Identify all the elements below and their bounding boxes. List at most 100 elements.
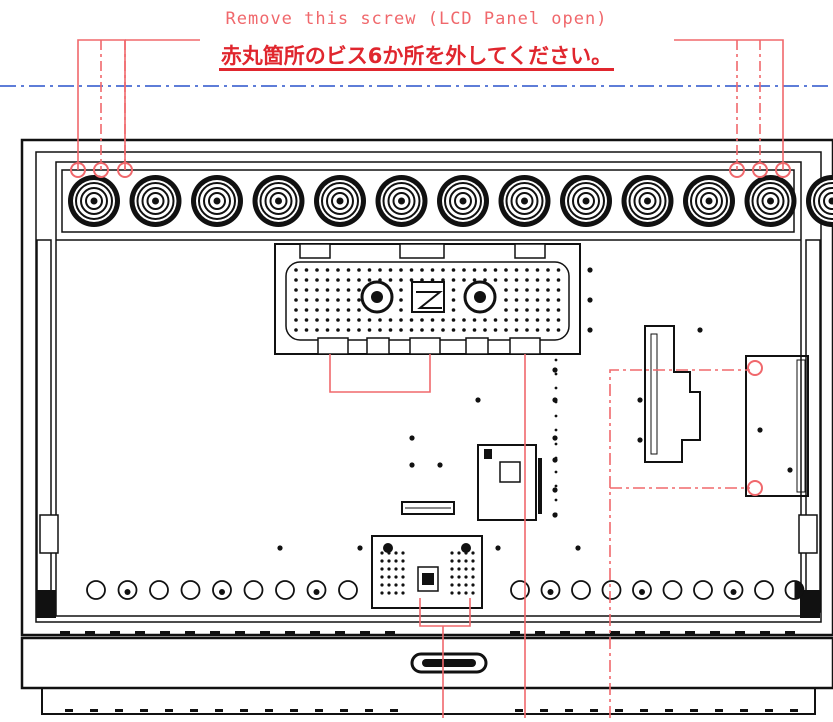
base-tick: [140, 709, 148, 712]
mount-hole: [555, 429, 558, 432]
base-tick: [65, 709, 73, 712]
round-connector: [511, 581, 529, 599]
base-tick: [765, 709, 773, 712]
round-connector: [633, 581, 651, 599]
bar-tick: [785, 631, 795, 634]
bar-tick: [285, 631, 295, 634]
round-connector: [694, 581, 712, 599]
bar-tick: [110, 631, 120, 634]
bar-tick: [735, 631, 745, 634]
mount-hole: [437, 462, 442, 467]
round-connector: [245, 581, 263, 599]
bar-tick: [185, 631, 195, 634]
mount-hole: [555, 373, 558, 376]
terminal-hole: [383, 543, 393, 553]
bar-tick: [385, 631, 395, 634]
bar-tick: [85, 631, 95, 634]
base-tick: [115, 709, 123, 712]
mount-hole: [409, 435, 414, 440]
mount-hole: [555, 471, 558, 474]
bar-tick: [135, 631, 145, 634]
bar-tick: [610, 631, 620, 634]
bar-tick: [235, 631, 245, 634]
fan: [560, 175, 612, 227]
bar-tick: [560, 631, 570, 634]
caption-english: Remove this screw (LCD Panel open): [0, 9, 833, 29]
round-connector: [87, 581, 105, 599]
base-tick: [365, 709, 373, 712]
base-tick: [715, 709, 723, 712]
caption-japanese-text: 赤丸箇所のビス6か所を外してください。: [219, 44, 614, 71]
mount-hole: [409, 462, 414, 467]
mount-hole: [587, 297, 592, 302]
connector-row: [87, 581, 804, 599]
bar-tick: [260, 631, 270, 634]
plate-slot: [651, 334, 657, 454]
base-tick: [590, 709, 598, 712]
left-side-bracket: [40, 515, 58, 553]
mount-hole: [575, 545, 580, 550]
mount-hole: [555, 457, 558, 460]
base-tick: [240, 709, 248, 712]
base-tick: [290, 709, 298, 712]
base-tick: [315, 709, 323, 712]
mount-hole: [555, 387, 558, 390]
mount-hole: [787, 467, 792, 472]
round-connector: [664, 581, 682, 599]
mount-hole: [495, 545, 500, 550]
fan-row: [68, 175, 833, 227]
bar-tick: [160, 631, 170, 634]
mount-hole: [555, 415, 558, 418]
mount-hole: [697, 327, 702, 332]
mount-hole: [555, 499, 558, 502]
bar-tick: [685, 631, 695, 634]
fan: [683, 175, 735, 227]
round-connector: [786, 581, 804, 599]
bar-tick: [635, 631, 645, 634]
round-connector: [725, 581, 743, 599]
bar-tick: [335, 631, 345, 634]
mount-hole: [552, 487, 557, 492]
mount-hole: [555, 359, 558, 362]
round-connector: [276, 581, 294, 599]
mount-hole: [357, 545, 362, 550]
fan: [68, 175, 120, 227]
io-board: [275, 244, 580, 354]
base-tick: [165, 709, 173, 712]
mount-hole: [277, 545, 282, 550]
mount-hole: [637, 437, 642, 442]
round-connector: [213, 581, 231, 599]
base-tick: [390, 709, 398, 712]
bar-tick: [660, 631, 670, 634]
base-tick: [740, 709, 748, 712]
fan: [806, 175, 833, 227]
right-side-plate: [645, 326, 700, 462]
bar-tick: [585, 631, 595, 634]
fan: [622, 175, 674, 227]
mount-hole: [555, 401, 558, 404]
fan: [314, 175, 366, 227]
vesa-bracket: [746, 356, 808, 496]
base-tick: [665, 709, 673, 712]
base-tick: [515, 709, 523, 712]
round-connector: [542, 581, 560, 599]
screw-highlight: [748, 481, 762, 495]
bar-tick: [60, 631, 70, 634]
mount-hole: [552, 367, 557, 372]
base-tick: [90, 709, 98, 712]
left-foot-block: [36, 590, 56, 618]
base-tick: [790, 709, 798, 712]
bar-tick: [310, 631, 320, 634]
base-tick: [690, 709, 698, 712]
mount-hole: [475, 397, 480, 402]
base-tick: [640, 709, 648, 712]
round-connector: [603, 581, 621, 599]
fan: [191, 175, 243, 227]
right-side-bracket: [799, 515, 817, 553]
bar-tick: [535, 631, 545, 634]
round-connector: [150, 581, 168, 599]
base-tick: [265, 709, 273, 712]
fan: [253, 175, 305, 227]
round-connector: [308, 581, 326, 599]
